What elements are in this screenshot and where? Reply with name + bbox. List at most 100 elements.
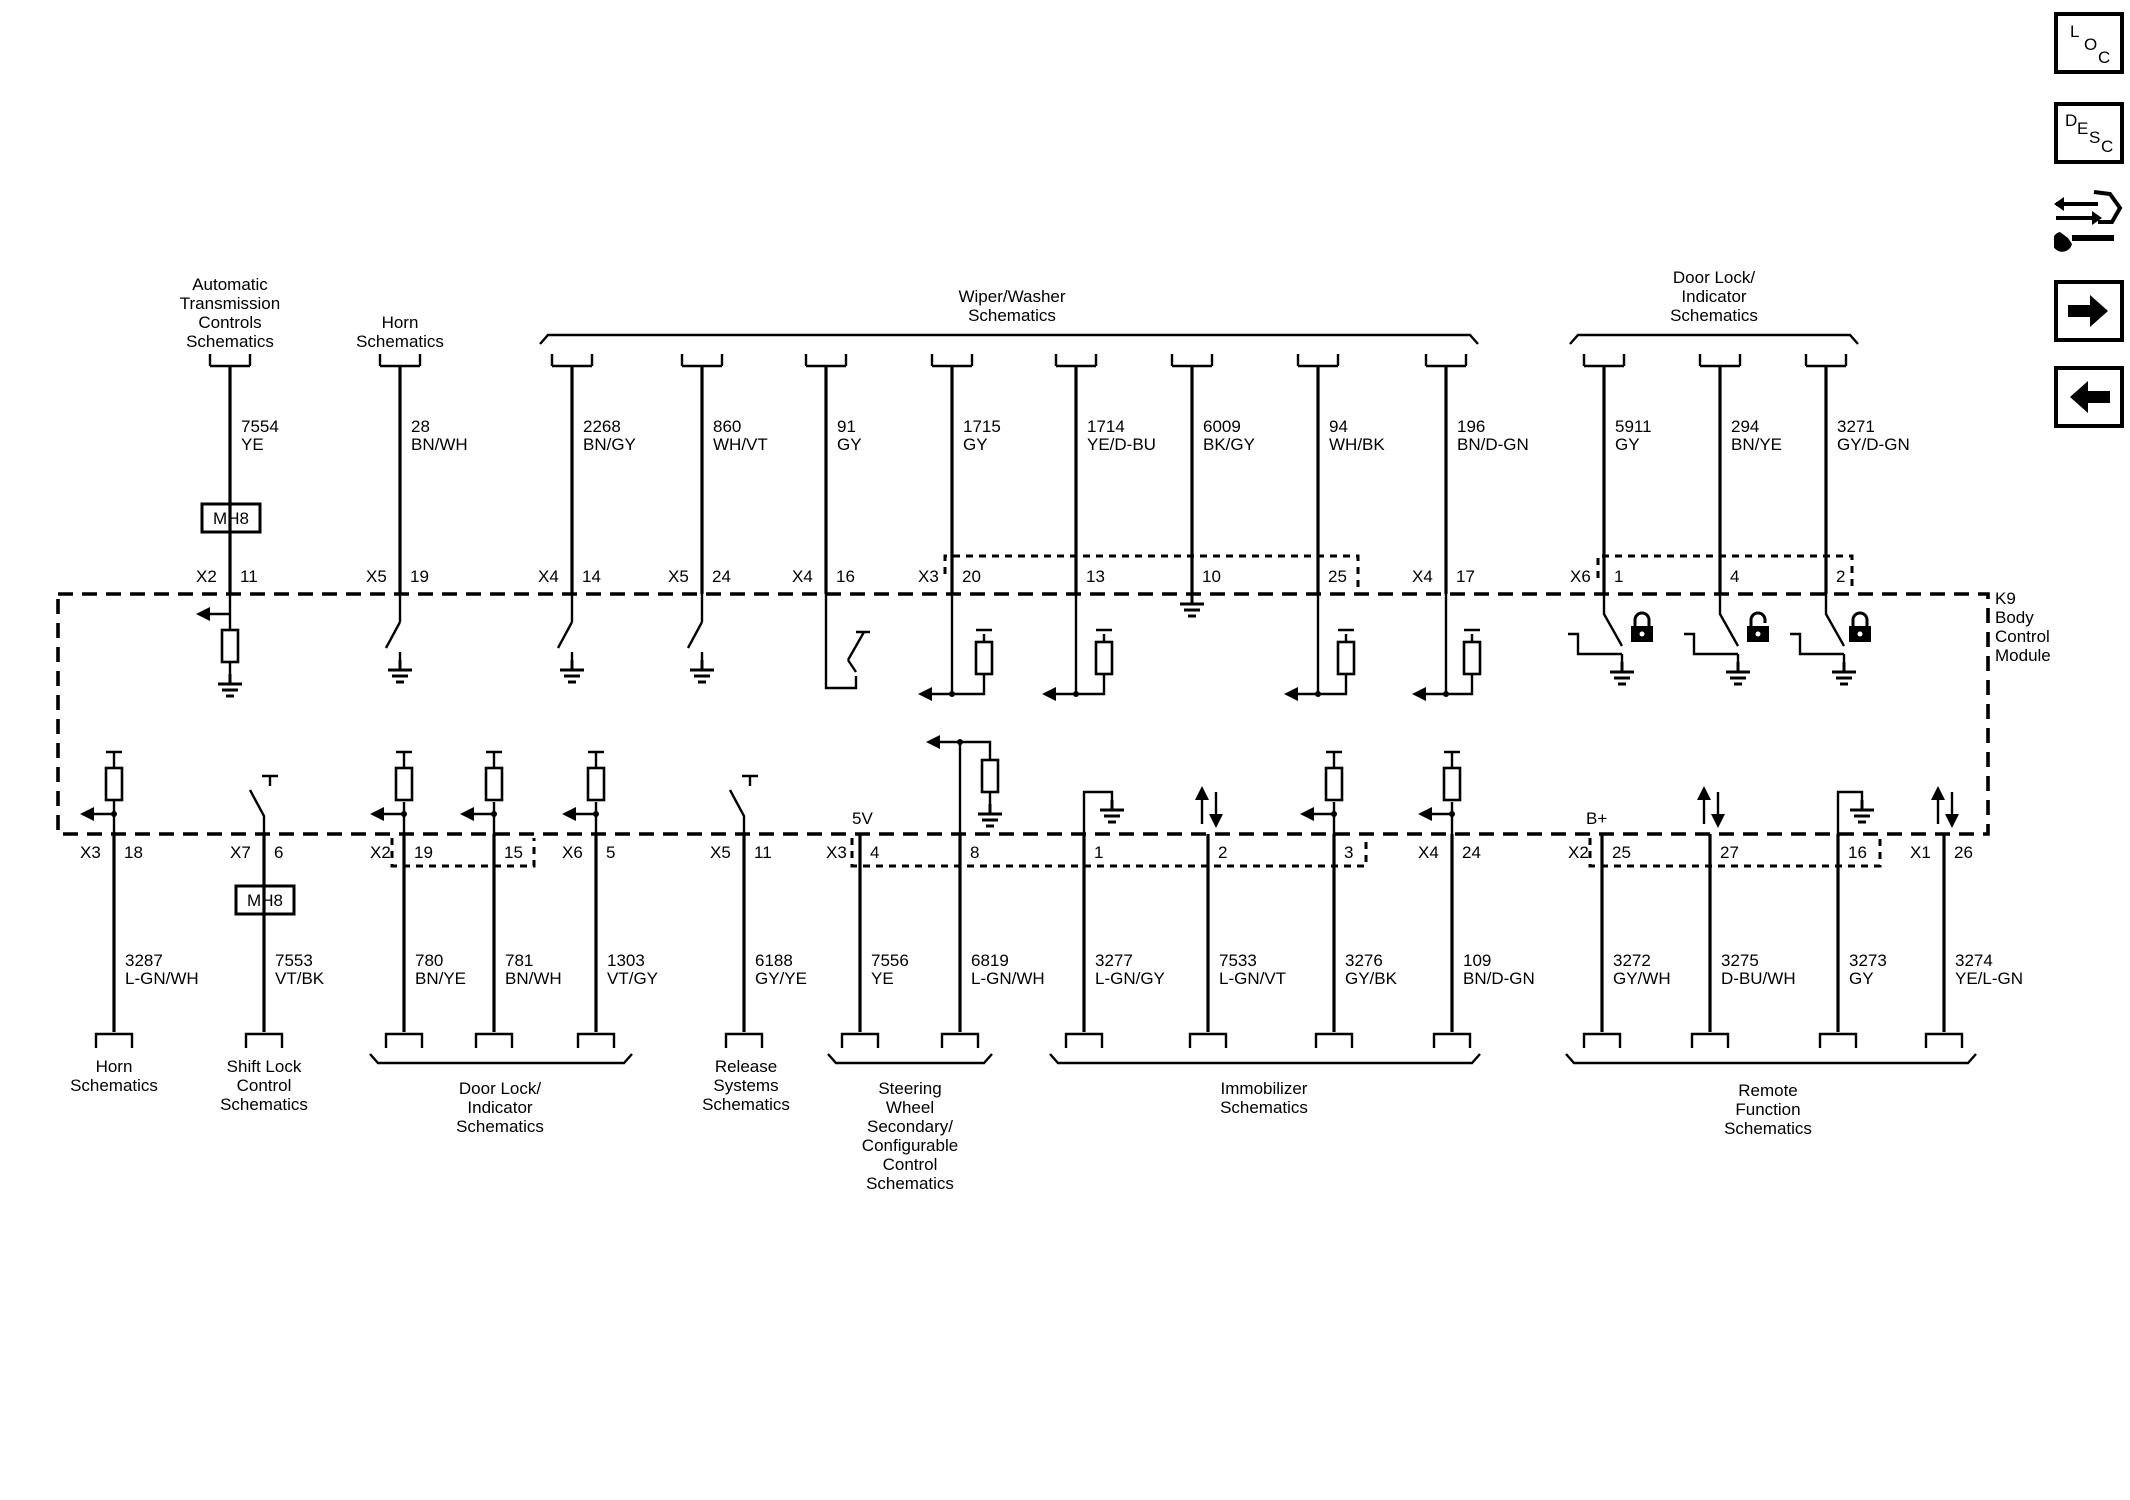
bottom-terminal-5 — [724, 1032, 764, 1048]
top-circuit-color: GY/D-GN — [1837, 435, 1910, 454]
top-terminal-7 — [1170, 354, 1214, 368]
top-terminal-12 — [1804, 354, 1848, 368]
top-pin-number: 19 — [410, 567, 429, 586]
top-connector-id: X6 — [1570, 567, 1591, 586]
svg-text:Systems: Systems — [713, 1076, 778, 1095]
right-arrow-icon — [2068, 295, 2108, 327]
bottom-terminal-1 — [244, 1032, 284, 1048]
desc-button[interactable]: D E S C — [2054, 102, 2124, 164]
bottom-pin-number: 15 — [504, 843, 523, 862]
bottom-terminal-3 — [474, 1032, 514, 1048]
bottom-circuit-color: YE — [871, 969, 894, 988]
bottom-pin-number: 11 — [754, 843, 772, 862]
top-circuit-number: 860 — [713, 417, 741, 436]
top-pin-number: 4 — [1730, 567, 1739, 586]
svg-text:Indicator: Indicator — [1681, 287, 1747, 306]
steering-schematics-label[interactable]: Steering Wheel Secondary/ Configurable C… — [862, 1079, 958, 1193]
top-terminal-1 — [378, 354, 422, 368]
bottom-terminal-9 — [1188, 1032, 1228, 1048]
svg-text:Shift Lock: Shift Lock — [227, 1057, 302, 1076]
bottom-pin-number: 8 — [970, 843, 979, 862]
bottom-circuit-color: L-GN/WH — [125, 969, 199, 988]
remote-group-brace — [1565, 1053, 1977, 1065]
bottom-connector-id: X2 — [1568, 843, 1589, 862]
loc-button[interactable]: L O C — [2054, 12, 2124, 74]
bottom-terminal-6 — [840, 1032, 880, 1048]
immobilizer-schematics-label[interactable]: Immobilizer Schematics — [1220, 1079, 1308, 1117]
bottom-terminal-11 — [1432, 1032, 1472, 1048]
service-tool-icon[interactable] — [2052, 188, 2124, 260]
top-circuit-number: 3271 — [1837, 417, 1875, 436]
bottom-connector-id: X1 — [1910, 843, 1931, 862]
bottom-circuit-number: 3287 — [125, 951, 163, 970]
next-page-button[interactable] — [2054, 280, 2124, 342]
bottom-circuit-number: 6819 — [971, 951, 1009, 970]
bottom-circuit-number: 3272 — [1613, 951, 1651, 970]
top-pin-number: 14 — [582, 567, 601, 586]
doorlock-schematics-label-bottom[interactable]: Door Lock/ Indicator Schematics — [456, 1079, 544, 1136]
bottom-connector-id: X7 — [230, 843, 251, 862]
desc-letter-d: D — [2065, 111, 2078, 130]
shift-lock-schematics-label[interactable]: Shift Lock Control Schematics — [220, 1057, 308, 1114]
top-circuit-number: 294 — [1731, 417, 1759, 436]
bottom-circuit-color: L-GN/WH — [971, 969, 1045, 988]
doorlock-group-brace-bottom — [369, 1053, 633, 1065]
top-circuit-color: WH/BK — [1329, 435, 1385, 454]
doorlock-schematics-label-top[interactable]: Door Lock/ Indicator Schematics — [1670, 268, 1758, 325]
horn-schematics-label-top[interactable]: Horn Schematics — [356, 313, 444, 351]
svg-text:Release: Release — [715, 1057, 777, 1076]
bottom-circuit-color: YE/L-GN — [1955, 969, 2023, 988]
top-connector-id: X5 — [668, 567, 689, 586]
atc-schematics-label[interactable]: Automatic Transmission Controls Schemati… — [180, 275, 280, 351]
top-circuit-color: BN/GY — [583, 435, 636, 454]
svg-text:Schematics: Schematics — [968, 306, 1056, 325]
svg-text:Wiper/Washer: Wiper/Washer — [958, 287, 1065, 306]
top-pin-number: 17 — [1456, 567, 1475, 586]
bottom-circuit-color: BN/YE — [415, 969, 466, 988]
bottom-circuit-color: L-GN/GY — [1095, 969, 1165, 988]
bottom-pin-number: 25 — [1612, 843, 1631, 862]
top-pin-number: 10 — [1202, 567, 1221, 586]
horn-schematics-label-bottom[interactable]: Horn Schematics — [70, 1057, 158, 1095]
top-circuit-number: 1715 — [963, 417, 1001, 436]
bottom-terminal-14 — [1818, 1032, 1858, 1048]
svg-text:Schematics: Schematics — [1220, 1098, 1308, 1117]
top-circuit-number: 91 — [837, 417, 856, 436]
svg-text:Immobilizer: Immobilizer — [1221, 1079, 1308, 1098]
previous-page-button[interactable] — [2054, 366, 2124, 428]
desc-letter-e: E — [2077, 119, 2089, 138]
top-circuit-color: GY — [837, 435, 862, 454]
remote-schematics-label[interactable]: Remote Function Schematics — [1724, 1081, 1812, 1138]
top-pin-number: 1 — [1614, 567, 1623, 586]
bottom-pin-number: 18 — [124, 843, 143, 862]
bottom-circuit-number: 7556 — [871, 951, 909, 970]
svg-text:Automatic: Automatic — [192, 275, 268, 294]
top-circuit-number: 94 — [1329, 417, 1348, 436]
wiper-schematics-label[interactable]: Wiper/Washer Schematics — [958, 287, 1065, 325]
bottom-pin-number: 5 — [606, 843, 615, 862]
top-circuit-color: BK/GY — [1203, 435, 1255, 454]
bottom-circuit-number: 6188 — [755, 951, 793, 970]
top-circuit-color: BN/YE — [1731, 435, 1782, 454]
svg-text:Horn: Horn — [96, 1057, 133, 1076]
svg-text:Schematics: Schematics — [1670, 306, 1758, 325]
top-circuit-color: BN/D-GN — [1457, 435, 1529, 454]
bottom-circuit-number: 3277 — [1095, 951, 1133, 970]
connector-group-x2-bottom-right — [1588, 838, 1882, 868]
bottom-circuit-color: L-GN/VT — [1219, 969, 1286, 988]
top-terminal-6 — [1054, 354, 1098, 368]
svg-text:Schematics: Schematics — [456, 1117, 544, 1136]
top-circuit-color: GY — [963, 435, 988, 454]
top-circuit-color: BN/WH — [411, 435, 468, 454]
top-terminal-3 — [680, 354, 724, 368]
release-schematics-label[interactable]: Release Systems Schematics — [702, 1057, 790, 1114]
svg-text:Controls: Controls — [198, 313, 261, 332]
bottom-pin-number: 6 — [274, 843, 283, 862]
svg-text:Control: Control — [237, 1076, 292, 1095]
top-circuit-color: YE/D-BU — [1087, 435, 1156, 454]
top-pin-number: 24 — [712, 567, 731, 586]
top-circuit-number: 2268 — [583, 417, 621, 436]
bottom-circuit-color: D-BU/WH — [1721, 969, 1796, 988]
svg-text:Schematics: Schematics — [866, 1174, 954, 1193]
bottom-terminal-8 — [1064, 1032, 1104, 1048]
